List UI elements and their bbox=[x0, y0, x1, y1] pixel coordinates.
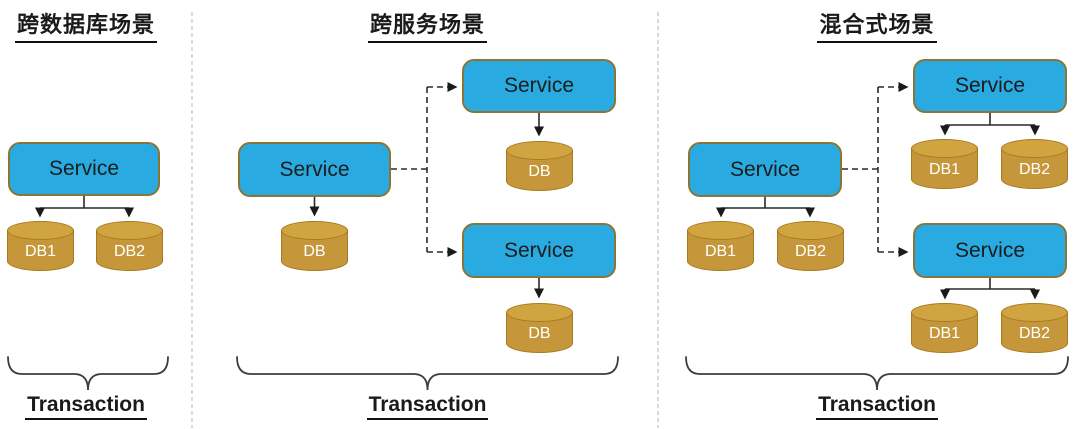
p3-root-db1-cylinder: DB1 bbox=[687, 221, 754, 271]
cylinder-top-ellipse bbox=[911, 303, 978, 322]
p2-top-service-label: Service bbox=[503, 74, 575, 97]
p3-top-db1-label: DB1 bbox=[928, 161, 961, 178]
p2-transaction-label: Transaction bbox=[366, 393, 489, 420]
p3-title: 混合式场景 bbox=[817, 7, 937, 43]
p3-bottom-service-to-dbs-connector bbox=[940, 278, 1040, 300]
p2-root-service-label: Service bbox=[279, 157, 350, 181]
p3-bottom-db1-cylinder: DB1 bbox=[911, 303, 978, 353]
p3-top-service-label: Service bbox=[954, 74, 1026, 97]
p2-bottom-db-cylinder: DB bbox=[506, 303, 573, 353]
p3-top-db2-cylinder: DB2 bbox=[1001, 139, 1068, 189]
p2-transaction-wrap: Transaction bbox=[237, 393, 618, 420]
p3-root-db1-label: DB1 bbox=[704, 243, 737, 260]
p2-transaction-brace bbox=[236, 356, 619, 391]
p1-db1-label: DB1 bbox=[24, 243, 57, 260]
p3-root-service-to-dbs-connector bbox=[716, 197, 815, 218]
p2-top-service-box: Service bbox=[462, 59, 616, 113]
p2-title: 跨服务场景 bbox=[367, 7, 487, 43]
p1-service-to-dbs-connector bbox=[35, 196, 134, 218]
cylinder-top-ellipse bbox=[1001, 303, 1068, 322]
p3-transaction-brace bbox=[685, 356, 1069, 391]
p2-bottom-db-label: DB bbox=[528, 325, 551, 342]
p2-top-db-label: DB bbox=[528, 163, 551, 180]
p3-bottom-service-label: Service bbox=[954, 238, 1026, 262]
p1-db2-cylinder: DB2 bbox=[96, 221, 163, 271]
p2-root-db-label: DB bbox=[303, 243, 326, 260]
p2-bottom-service-label: Service bbox=[503, 238, 575, 262]
p3-bottom-db1-label: DB1 bbox=[928, 325, 961, 342]
cylinder-top-ellipse bbox=[506, 141, 573, 160]
cylinder-top-ellipse bbox=[911, 139, 978, 158]
p3-transaction-wrap: Transaction bbox=[686, 393, 1068, 420]
cylinder-top-ellipse bbox=[777, 221, 844, 240]
p3-root-service-label: Service bbox=[729, 157, 801, 181]
p3-top-service-to-dbs-connector bbox=[940, 113, 1040, 136]
p1-title: 跨数据库场景 bbox=[14, 7, 157, 43]
cylinder-top-ellipse bbox=[281, 221, 348, 240]
p3-top-db1-cylinder: DB1 bbox=[911, 139, 978, 189]
p1-transaction-brace bbox=[7, 356, 169, 391]
cylinder-top-ellipse bbox=[1001, 139, 1068, 158]
cylinder-top-ellipse bbox=[96, 221, 163, 240]
p3-dashed-call-connector bbox=[842, 82, 909, 257]
p2-root-db-cylinder: DB bbox=[281, 221, 348, 271]
p1-db2-label: DB2 bbox=[113, 243, 146, 260]
p2-root-service-box: Service bbox=[238, 142, 391, 197]
cylinder-top-ellipse bbox=[7, 221, 74, 240]
p3-top-service-box: Service bbox=[913, 59, 1067, 113]
p3-bottom-db2-cylinder: DB2 bbox=[1001, 303, 1068, 353]
cylinder-top-ellipse bbox=[506, 303, 573, 322]
p3-root-db2-label: DB2 bbox=[794, 243, 827, 260]
p1-transaction-wrap: Transaction bbox=[4, 393, 168, 420]
p1-service-label: Service bbox=[48, 157, 120, 180]
p1-title-wrap: 跨数据库场景 bbox=[4, 7, 168, 43]
p3-bottom-db2-label: DB2 bbox=[1018, 325, 1051, 342]
cylinder-top-ellipse bbox=[687, 221, 754, 240]
p3-transaction-label: Transaction bbox=[816, 393, 938, 420]
p3-top-db2-label: DB2 bbox=[1018, 161, 1051, 178]
p3-root-db2-cylinder: DB2 bbox=[777, 221, 844, 271]
p2-title-wrap: 跨服务场景 bbox=[237, 7, 618, 43]
p2-dashed-call-connector bbox=[391, 82, 458, 257]
p1-transaction-label: Transaction bbox=[25, 393, 147, 420]
p3-bottom-service-box: Service bbox=[913, 223, 1067, 278]
p2-top-db-cylinder: DB bbox=[506, 141, 573, 191]
p2-bottom-service-box: Service bbox=[462, 223, 616, 278]
p1-service-box: Service bbox=[8, 142, 160, 196]
p3-root-service-box: Service bbox=[688, 142, 842, 197]
p3-title-wrap: 混合式场景 bbox=[686, 7, 1068, 43]
p1-db1-cylinder: DB1 bbox=[7, 221, 74, 271]
